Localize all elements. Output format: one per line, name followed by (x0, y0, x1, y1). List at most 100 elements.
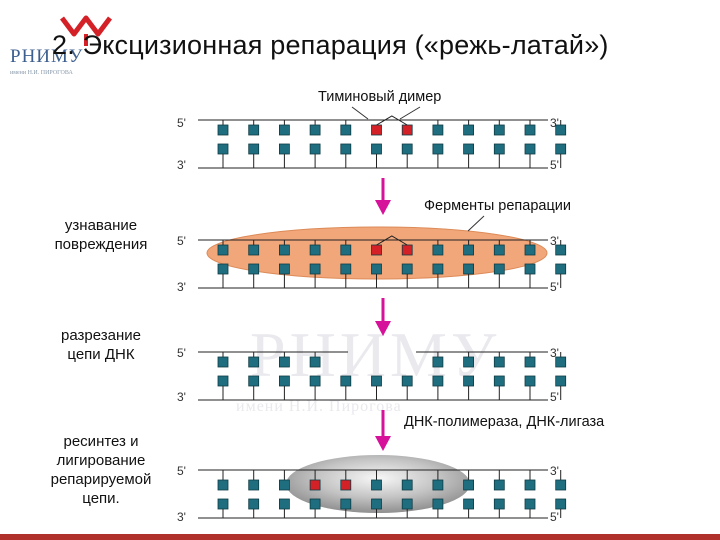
base (524, 356, 536, 368)
arrow-down-icon (375, 178, 391, 215)
step-line: узнавание (64, 217, 138, 234)
strand-end-label: 5' (177, 464, 186, 478)
step-line: лигирование (56, 452, 146, 469)
base (432, 124, 444, 136)
base (309, 375, 321, 387)
base (371, 143, 382, 155)
base (493, 498, 505, 510)
strand-end-label: 3' (550, 464, 559, 478)
base (555, 498, 567, 510)
base (401, 479, 413, 491)
base (432, 479, 444, 491)
base (340, 263, 352, 275)
base (463, 375, 475, 387)
base (524, 263, 536, 275)
base (401, 375, 413, 387)
base (524, 479, 536, 491)
base (278, 263, 290, 275)
base (432, 375, 444, 387)
strand-end-label: 5' (177, 234, 186, 248)
base (524, 498, 536, 510)
base (555, 356, 567, 368)
damaged-base (401, 124, 413, 136)
slide-title: 2. Эксцизионная репарация («режь-латай») (52, 30, 609, 60)
base (463, 356, 475, 368)
base (555, 375, 567, 387)
logo-text: РНИМУ (10, 46, 84, 67)
strand-end-label: 5' (177, 346, 186, 360)
base (340, 375, 352, 387)
base (463, 263, 475, 275)
base (278, 498, 290, 510)
base (340, 498, 352, 510)
step-cutting: разрезание цепи ДНК (34, 326, 168, 364)
base (555, 479, 567, 491)
damaged-base (371, 244, 382, 256)
strand-end-label: 3' (177, 510, 186, 524)
base (524, 124, 536, 136)
base (493, 356, 505, 368)
base (493, 244, 505, 256)
base (493, 143, 505, 155)
strand-end-label: 5' (550, 158, 559, 172)
base (340, 143, 352, 155)
strand-end-label: 3' (177, 280, 186, 294)
strand-end-label: 5' (550, 390, 559, 404)
base (217, 375, 229, 387)
strand-end-label: 3' (177, 158, 186, 172)
strand-end-label: 5' (177, 116, 186, 130)
step-line: разрезание (61, 327, 141, 344)
logo (6, 6, 126, 86)
base (401, 498, 413, 510)
base (248, 263, 260, 275)
dimer-pointer-line (399, 106, 421, 120)
dimer-pointer-line (351, 106, 369, 120)
base (248, 375, 260, 387)
arrow-down-icon (375, 410, 391, 451)
strand-end-label: 3' (550, 234, 559, 248)
base (309, 263, 321, 275)
base (401, 143, 413, 155)
step-line: цепи ДНК (67, 346, 135, 363)
base (432, 263, 444, 275)
step-resynthesis: ресинтез и лигирование репарируемой цепи… (24, 432, 178, 508)
base (309, 143, 321, 155)
base (524, 375, 536, 387)
step-line: репарируемой (50, 471, 152, 488)
base (278, 143, 290, 155)
base (217, 479, 229, 491)
base (217, 244, 229, 256)
base (217, 124, 229, 136)
base (555, 143, 567, 155)
base (340, 124, 352, 136)
damaged-base (371, 124, 382, 136)
repair-enzymes-label: Ферменты репарации (424, 198, 571, 214)
base (278, 375, 290, 387)
base (278, 244, 290, 256)
strand-end-label: 5' (550, 280, 559, 294)
dimer-bond (376, 115, 408, 126)
strand-end-label: 5' (550, 510, 559, 524)
logo-emblem-icon (60, 15, 112, 46)
base (309, 244, 321, 256)
base (217, 263, 229, 275)
base (278, 356, 290, 368)
base (217, 498, 229, 510)
strand-end-label: 3' (550, 116, 559, 130)
base (463, 124, 475, 136)
base (463, 498, 475, 510)
base (401, 263, 413, 275)
base (463, 143, 475, 155)
damaged-base (340, 479, 352, 491)
base (278, 124, 290, 136)
enzyme-pointer-line (467, 215, 485, 232)
step-line: повреждения (54, 236, 148, 253)
step-recognition: узнавание повреждения (34, 216, 168, 254)
base (248, 356, 260, 368)
step-line: цепи. (82, 490, 120, 507)
base (555, 124, 567, 136)
base (309, 356, 321, 368)
base (371, 263, 382, 275)
